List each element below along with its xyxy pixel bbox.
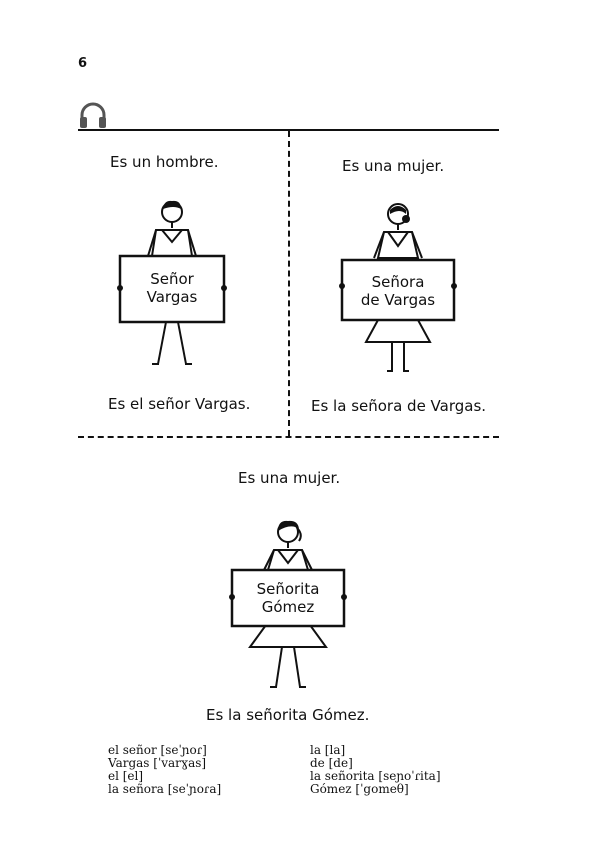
horizontal-dashed-divider xyxy=(78,436,499,438)
man-top-caption: Es un hombre. xyxy=(110,153,219,171)
woman-bottom-caption: Es la señora de Vargas. xyxy=(311,397,487,415)
headphones-icon xyxy=(80,102,106,128)
vocab-item: Vargas [ˈvarɣas] xyxy=(108,756,207,770)
woman-sign-line1: Señora xyxy=(371,273,425,291)
man-sign-line1: Señor xyxy=(150,270,194,288)
vertical-dashed-divider xyxy=(288,131,290,436)
man-sign-line2: Vargas xyxy=(146,288,198,306)
vocabulary-left-column: el señor [seˈɲoɾ] Vargas [ˈvarɣas] el [e… xyxy=(108,744,221,796)
vocab-item: de [de] xyxy=(310,756,353,770)
page-number: 6 xyxy=(78,56,88,71)
woman-figure-drawing xyxy=(339,203,457,372)
girl-sign-line1: Señorita xyxy=(256,580,320,598)
girl-figure-drawing xyxy=(229,520,347,688)
man-figure: Señor Vargas xyxy=(112,198,232,373)
girl-figure: Señorita Gómez xyxy=(228,517,348,695)
vocab-item: el [el] xyxy=(108,769,144,783)
man-bottom-caption: Es el señor Vargas. xyxy=(108,395,251,413)
vocab-item: la [la] xyxy=(310,743,346,757)
vocabulary-right-column: la [la] de [de] la señorita [seɲoˈɾita] … xyxy=(310,744,441,796)
vocab-item: la señorita [seɲoˈɾita] xyxy=(310,769,441,783)
woman-figure: Señora de Vargas xyxy=(338,200,458,378)
girl-sign-line2: Gómez xyxy=(261,598,315,616)
man-figure-drawing xyxy=(117,200,227,365)
vocab-item: Gómez [ˈgomeθ] xyxy=(310,782,409,796)
woman-top-caption: Es una mujer. xyxy=(342,157,445,175)
vocab-item: la señora [seˈɲoɾa] xyxy=(108,782,222,796)
top-rule xyxy=(78,129,499,131)
girl-top-caption: Es una mujer. xyxy=(238,469,341,487)
girl-bottom-caption: Es la señorita Gómez. xyxy=(206,706,370,724)
woman-sign-line2: de Vargas xyxy=(360,291,436,309)
vocab-item: el señor [seˈɲoɾ] xyxy=(108,743,207,757)
